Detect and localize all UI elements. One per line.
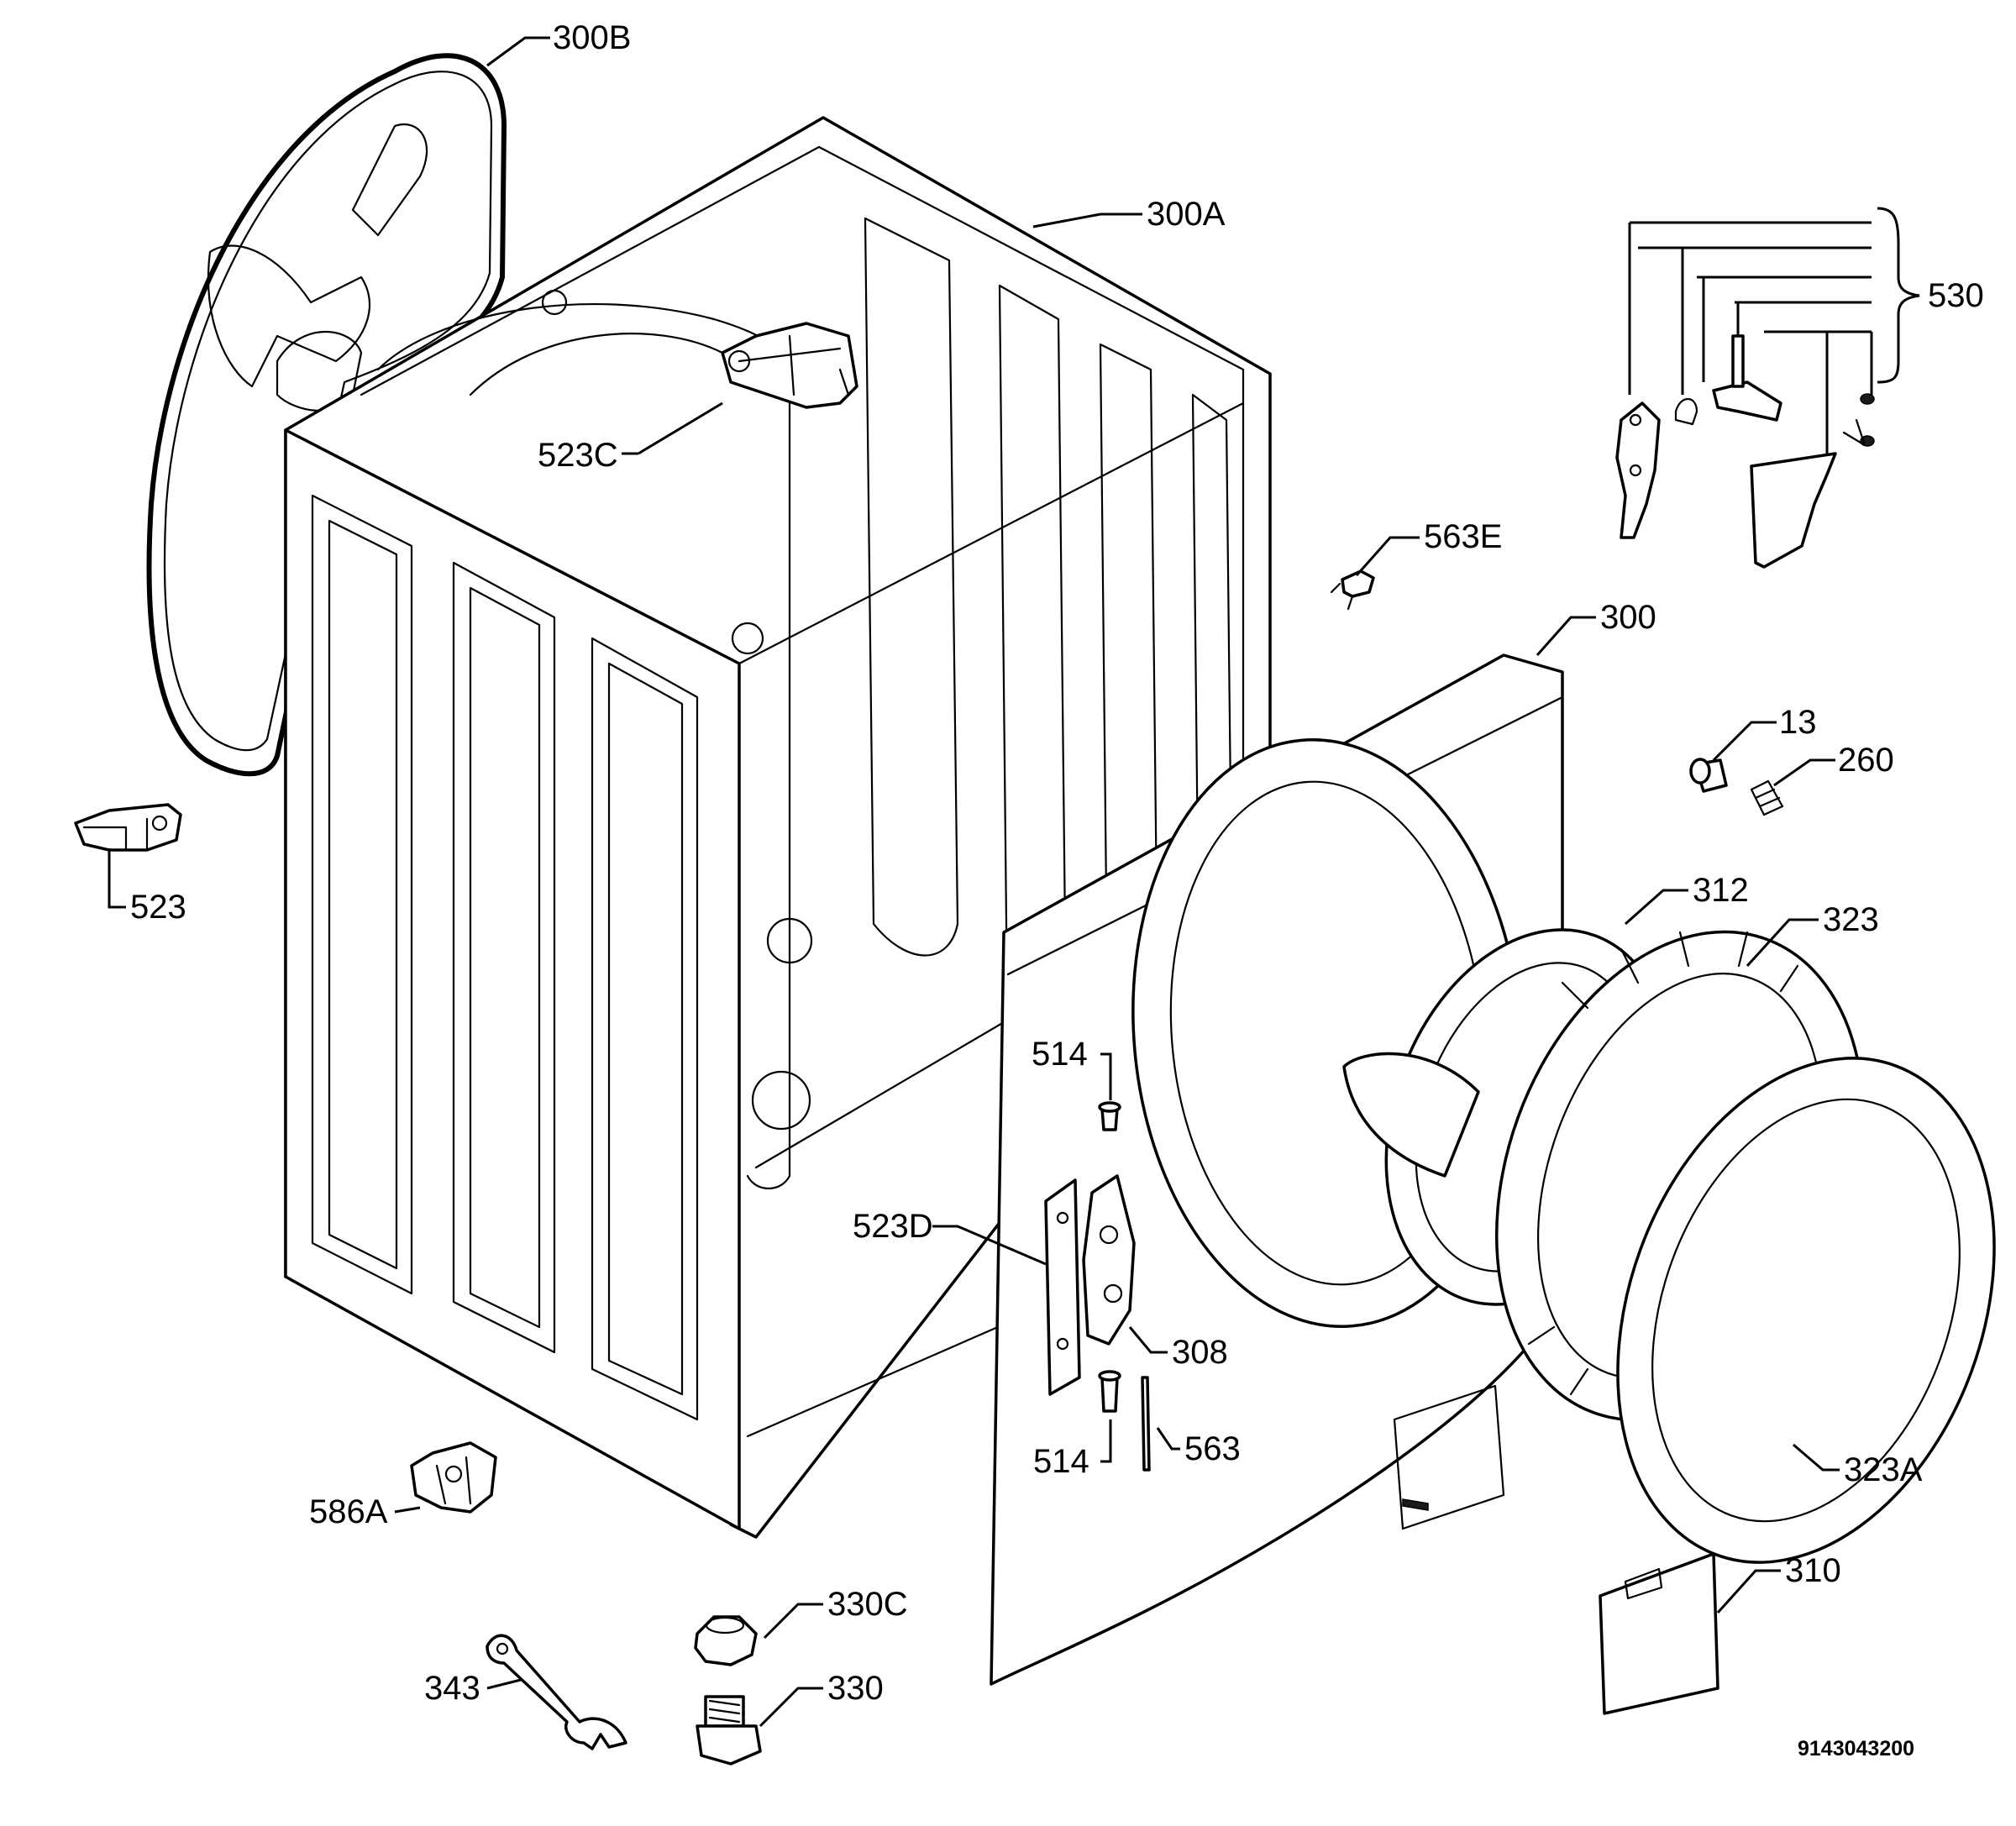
part-563e-switch[interactable]: [1330, 569, 1375, 611]
callout-523: 523: [130, 889, 186, 926]
callout-13: 13: [1779, 704, 1817, 741]
callout-300: 300: [1600, 599, 1656, 636]
part-330-foot[interactable]: [696, 1695, 762, 1766]
callout-343: 343: [424, 1670, 480, 1707]
part-323a-outer-door-ring[interactable]: [1551, 1005, 2016, 1615]
document-number: 9143043200: [1798, 1737, 1914, 1760]
part-310-hatch-cover[interactable]: [1599, 1552, 1719, 1715]
callout-312: 312: [1693, 872, 1749, 909]
part-523d-hinge[interactable]: [1044, 1178, 1081, 1396]
callout-530: 530: [1928, 277, 1984, 314]
callout-323: 323: [1823, 901, 1879, 938]
part-586a-bracket[interactable]: [410, 1441, 497, 1514]
part-308-hinge-arm[interactable]: [1082, 1174, 1136, 1346]
callout-523C: 523C: [538, 437, 618, 474]
callout-514-top: 514: [1032, 1036, 1088, 1073]
leader-lines: [108, 36, 1920, 1728]
callout-523D: 523D: [853, 1208, 933, 1245]
callout-563E: 563E: [1424, 518, 1502, 555]
part-343-wrench[interactable]: [486, 1634, 627, 1750]
part-563-rod[interactable]: [1141, 1376, 1151, 1472]
part-523-bracket[interactable]: [74, 803, 182, 852]
callout-330C: 330C: [827, 1586, 908, 1623]
callout-330: 330: [827, 1670, 884, 1707]
part-330c-nut[interactable]: [694, 1615, 758, 1666]
callout-586A: 586A: [309, 1493, 388, 1530]
part-514-screw-bottom[interactable]: [1098, 1370, 1121, 1413]
callout-323A: 323A: [1844, 1451, 1923, 1488]
callout-310: 310: [1785, 1552, 1841, 1589]
part-523c-bracket[interactable]: [721, 322, 858, 409]
callout-260: 260: [1838, 742, 1894, 779]
callout-308: 308: [1172, 1334, 1228, 1371]
callout-300B: 300B: [553, 19, 631, 56]
part-260-spring[interactable]: [1750, 779, 1784, 816]
callout-514-bottom: 514: [1033, 1443, 1089, 1480]
callout-labels: 300B 300A 530 523C 563E 300 13 260 523 3…: [130, 19, 1984, 1760]
part-514-screw-top[interactable]: [1098, 1101, 1121, 1131]
callout-563: 563: [1184, 1430, 1241, 1467]
part-530-door-latch-assembly[interactable]: [1615, 334, 1875, 569]
part-13-bushing[interactable]: [1689, 758, 1728, 793]
callout-300A: 300A: [1147, 196, 1226, 233]
part-300b-rear-gasket[interactable]: [146, 53, 507, 777]
